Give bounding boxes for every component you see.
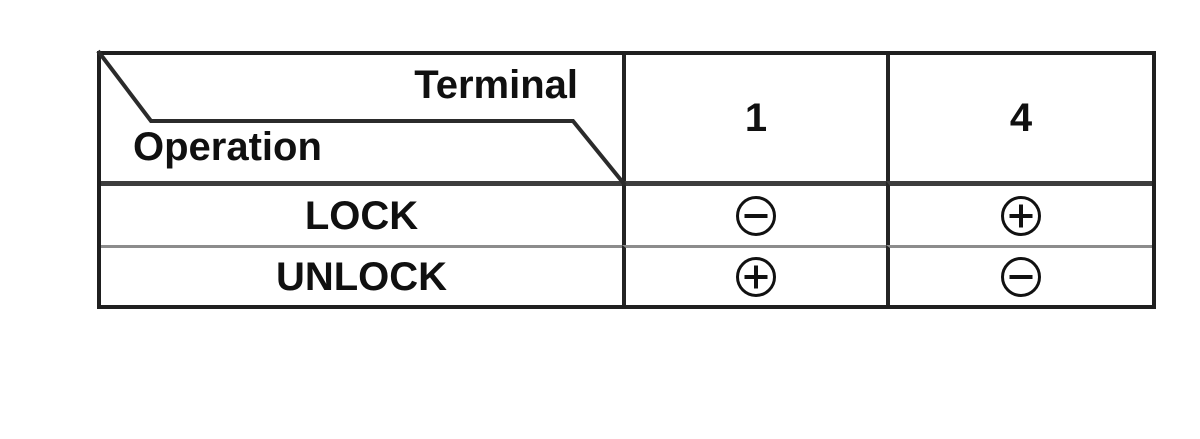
cell-lock-terminal-1 (622, 181, 886, 245)
circled-minus-icon (1001, 256, 1041, 297)
cell-unlock-terminal-1 (622, 245, 886, 305)
terminal-operation-table: Terminal Operation 1 4 LOCK UNLOCK (96, 49, 1156, 309)
column-header-terminal-4: 4 (886, 55, 1152, 181)
header-corner-cell: Terminal Operation (96, 49, 627, 187)
circled-plus-icon (1001, 195, 1041, 236)
row-label-lock: LOCK (101, 181, 622, 245)
terminal-1-label: 1 (744, 96, 768, 140)
cell-unlock-terminal-4 (886, 245, 1152, 305)
circled-plus-icon (736, 256, 776, 297)
diagonal-divider (96, 49, 627, 187)
row-label-unlock: UNLOCK (101, 245, 622, 305)
circled-minus-icon (736, 195, 776, 236)
terminal-axis-label: Terminal (414, 63, 578, 107)
terminal-4-label: 4 (1009, 96, 1033, 140)
lock-label: LOCK (304, 193, 419, 238)
column-header-terminal-1: 1 (622, 55, 886, 181)
operation-axis-label: Operation (133, 125, 322, 169)
cell-lock-terminal-4 (886, 181, 1152, 245)
unlock-label: UNLOCK (275, 254, 448, 299)
